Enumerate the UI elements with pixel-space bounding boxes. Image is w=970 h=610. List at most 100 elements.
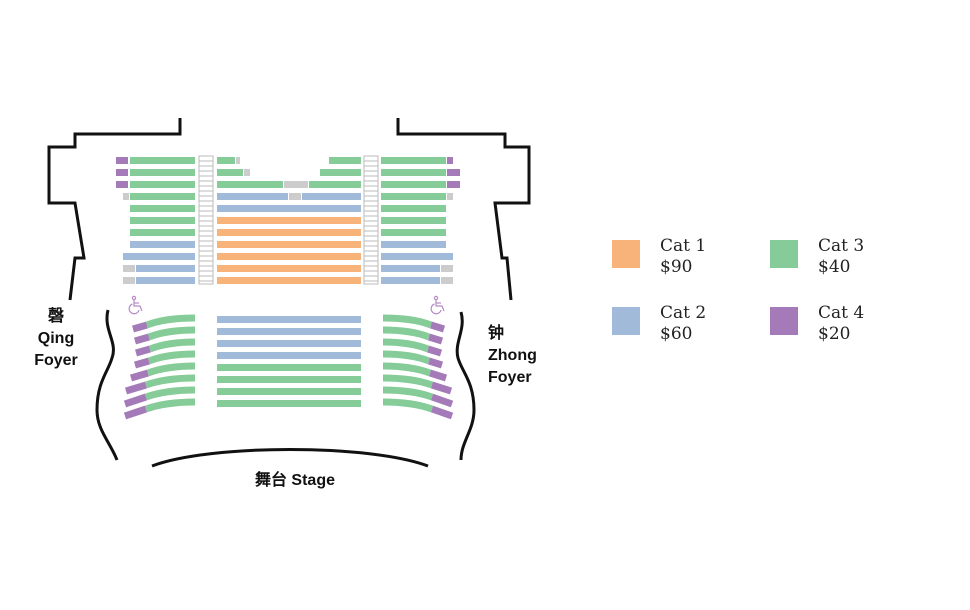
seat-row-curve[interactable] bbox=[382, 386, 434, 401]
seat-block[interactable] bbox=[381, 193, 446, 200]
seat-block[interactable] bbox=[441, 265, 453, 272]
seat-row-curve[interactable] bbox=[382, 350, 431, 365]
seat-block[interactable] bbox=[381, 241, 446, 248]
seat-row-curve[interactable] bbox=[145, 314, 196, 329]
seat-row-curve[interactable] bbox=[428, 369, 448, 382]
seat-block[interactable] bbox=[217, 340, 361, 347]
seat-block[interactable] bbox=[217, 253, 361, 260]
seat-block[interactable] bbox=[217, 376, 361, 383]
seat-block[interactable] bbox=[217, 157, 235, 164]
seat-block[interactable] bbox=[381, 181, 446, 188]
seat-block[interactable] bbox=[381, 169, 446, 176]
seat-block[interactable] bbox=[217, 181, 283, 188]
seat-block[interactable] bbox=[447, 157, 453, 164]
seat-block[interactable] bbox=[217, 241, 361, 248]
legend-category: Cat 1 bbox=[660, 236, 707, 256]
seat-block[interactable] bbox=[217, 265, 361, 272]
seat-block[interactable] bbox=[447, 169, 460, 176]
seat-block[interactable] bbox=[130, 157, 195, 164]
seat-block[interactable] bbox=[244, 169, 250, 176]
seat-row-curve[interactable] bbox=[146, 362, 196, 377]
seat-block[interactable] bbox=[130, 169, 195, 176]
seat-block[interactable] bbox=[217, 364, 361, 371]
seat-block[interactable] bbox=[116, 157, 128, 164]
seat-block[interactable] bbox=[217, 229, 361, 236]
seat-block[interactable] bbox=[136, 265, 195, 272]
seat-row-curve[interactable] bbox=[147, 350, 196, 365]
seat-block[interactable] bbox=[302, 193, 361, 200]
seat-block[interactable] bbox=[381, 253, 453, 260]
legend-item-cat1: Cat 1 $90 bbox=[612, 236, 706, 278]
seat-row-curve[interactable] bbox=[132, 321, 148, 333]
seat-row-curve[interactable] bbox=[130, 369, 149, 382]
seat-block[interactable] bbox=[217, 169, 243, 176]
seat-block[interactable] bbox=[381, 205, 446, 212]
seat-block[interactable] bbox=[130, 181, 195, 188]
seat-block[interactable] bbox=[130, 217, 195, 224]
seat-row-curve[interactable] bbox=[427, 357, 444, 369]
seat-block[interactable] bbox=[329, 157, 361, 164]
seat-row-curve[interactable] bbox=[382, 314, 433, 329]
legend-category: Cat 3 bbox=[818, 236, 865, 256]
seat-row-curve[interactable] bbox=[134, 333, 150, 345]
seat-block[interactable] bbox=[381, 157, 446, 164]
seat-row-curve[interactable] bbox=[382, 338, 430, 353]
seat-block[interactable] bbox=[309, 181, 361, 188]
seat-row-curve[interactable] bbox=[430, 405, 454, 420]
seat-block[interactable] bbox=[381, 277, 440, 284]
seat-row-curve[interactable] bbox=[382, 362, 432, 377]
seat-row-curve[interactable] bbox=[430, 393, 454, 408]
seat-block[interactable] bbox=[284, 181, 308, 188]
seat-block[interactable] bbox=[116, 169, 128, 176]
seat-block[interactable] bbox=[130, 193, 195, 200]
seat-block[interactable] bbox=[236, 157, 240, 164]
seat-block[interactable] bbox=[217, 352, 361, 359]
seat-block[interactable] bbox=[320, 169, 361, 176]
seat-row-curve[interactable] bbox=[147, 326, 196, 341]
seat-block[interactable] bbox=[130, 241, 195, 248]
seat-row-curve[interactable] bbox=[144, 374, 196, 389]
seat-block[interactable] bbox=[381, 265, 440, 272]
legend-item-cat2: Cat 2 $60 bbox=[612, 303, 706, 345]
seat-block[interactable] bbox=[381, 217, 446, 224]
wheelchair-icon bbox=[430, 295, 445, 315]
seat-block[interactable] bbox=[447, 181, 460, 188]
seat-row-curve[interactable] bbox=[430, 381, 453, 395]
seat-row-curve[interactable] bbox=[123, 393, 148, 408]
seat-block[interactable] bbox=[289, 193, 301, 200]
seat-block[interactable] bbox=[381, 229, 446, 236]
seat-block[interactable] bbox=[217, 217, 361, 224]
seat-row-curve[interactable] bbox=[135, 345, 151, 357]
seat-block[interactable] bbox=[447, 193, 453, 200]
seat-row-curve[interactable] bbox=[382, 374, 434, 389]
seat-block[interactable] bbox=[217, 277, 361, 284]
seat-row-curve[interactable] bbox=[429, 321, 446, 333]
seat-block[interactable] bbox=[217, 400, 361, 407]
seat-block[interactable] bbox=[217, 388, 361, 395]
seat-block[interactable] bbox=[441, 277, 453, 284]
seat-block[interactable] bbox=[123, 193, 129, 200]
seat-block[interactable] bbox=[217, 328, 361, 335]
seat-row-curve[interactable] bbox=[382, 398, 434, 413]
seat-row-curve[interactable] bbox=[123, 405, 148, 420]
seat-block[interactable] bbox=[130, 205, 195, 212]
seat-row-curve[interactable] bbox=[144, 386, 196, 401]
seat-row-curve[interactable] bbox=[124, 381, 148, 395]
seat-block[interactable] bbox=[123, 277, 135, 284]
seat-block[interactable] bbox=[123, 253, 195, 260]
seat-row-curve[interactable] bbox=[382, 326, 431, 341]
seat-block[interactable] bbox=[217, 316, 361, 323]
seat-block[interactable] bbox=[130, 229, 195, 236]
stair-right bbox=[363, 155, 379, 285]
seat-row-curve[interactable] bbox=[134, 357, 150, 369]
seat-block[interactable] bbox=[136, 277, 195, 284]
seat-block[interactable] bbox=[217, 205, 361, 212]
seat-row-curve[interactable] bbox=[148, 338, 196, 353]
seat-block[interactable] bbox=[217, 193, 288, 200]
seat-row-curve[interactable] bbox=[426, 345, 443, 357]
stalls-left bbox=[123, 314, 196, 420]
seat-block[interactable] bbox=[116, 181, 128, 188]
seat-row-curve[interactable] bbox=[427, 333, 444, 345]
seat-row-curve[interactable] bbox=[144, 398, 196, 413]
seat-block[interactable] bbox=[123, 265, 135, 272]
